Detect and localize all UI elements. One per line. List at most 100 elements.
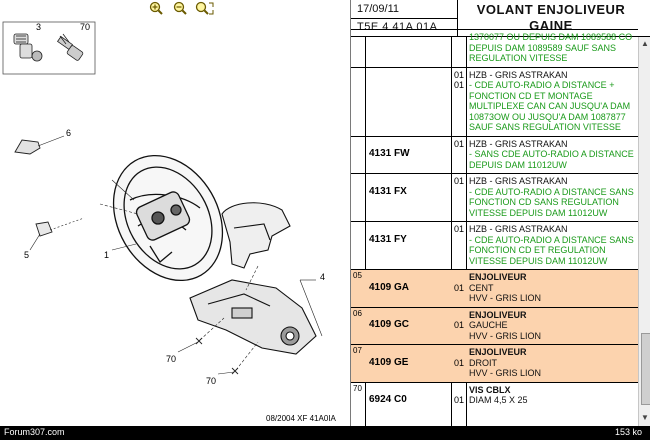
part-description-line: SAUF SANS REGULATION VITESSE — [469, 122, 621, 132]
row-border — [351, 29, 638, 30]
part-reference: 4131 FX — [369, 185, 407, 197]
table-row[interactable]: 70 6924 C0 VIS CBLX 01 DIAM 4,5 X 25 — [351, 381, 638, 409]
callout-70-left: 70 — [166, 354, 176, 364]
callout-70-bottom: 70 — [206, 376, 216, 386]
pane-divider — [350, 0, 351, 426]
row-border — [351, 269, 638, 270]
part-description-line: FONCTION CD SANS REGULATION — [469, 197, 619, 207]
quantity: 01 — [454, 320, 465, 330]
diagram-pane: 3 70 6 5 1 4 70 70 08/2004 XF 41A0IA — [0, 0, 350, 423]
row-index: 70 — [353, 383, 362, 393]
zoom-fit-button[interactable] — [194, 1, 216, 15]
part-description-line: DEPUIS DAM 1089589 SAUF SANS — [469, 42, 617, 53]
zoom-out-button[interactable] — [169, 1, 191, 15]
row-border — [351, 306, 638, 308]
status-bar: Forum307.com 153 ko — [0, 426, 650, 440]
table-row[interactable]: 01 HZB - GRIS ASTRAKAN 01 - CDE AUTO-RADIO … — [351, 66, 638, 136]
part-description-line: VITESSE DEPUIS DAM 11012UW — [469, 207, 608, 218]
part-70-screw-drawing — [56, 33, 84, 61]
callout-70-inset: 70 — [80, 22, 90, 32]
row-border — [351, 381, 638, 383]
scrollbar-thumb[interactable] — [641, 333, 650, 405]
quantity: 01 — [454, 357, 465, 368]
part-description-line: FONCTION CD ET MONTAGE — [469, 90, 593, 101]
vertical-scrollbar[interactable]: ▲ ▼ — [638, 37, 650, 426]
row-border — [351, 66, 638, 68]
bottom-screws-drawing — [177, 317, 259, 375]
part-description-line: REGULATION VITESSE — [469, 53, 568, 63]
part-reference: 6924 C0 — [369, 394, 407, 405]
header-separator — [351, 18, 457, 19]
row-index: 05 — [353, 271, 362, 280]
row-border — [351, 135, 638, 137]
part-reference: 4109 GC — [369, 319, 410, 330]
parts-list-pane: 17/09/11 T5E 4 41A 01A VOLANT ENJOLIVEUR… — [351, 0, 650, 426]
scroll-down-arrow-icon[interactable]: ▼ — [641, 413, 649, 422]
quantity: 01 — [454, 224, 465, 234]
part-description-line: HVV - GRIS LION — [469, 330, 542, 341]
upper-shroud-drawing — [221, 202, 291, 269]
part-description-line: - CDE AUTO-RADIO A DISTANCE SANS — [469, 186, 634, 197]
part-reference: 4131 FY — [369, 233, 407, 245]
part-description-line: DEPUIS DAM 11012UW — [469, 159, 567, 170]
fastener-inset — [2, 21, 96, 75]
part-5-drawing — [35, 221, 53, 237]
row-index: 06 — [353, 308, 362, 318]
zoom-in-button[interactable] — [145, 1, 167, 15]
quantity: 01 — [454, 282, 465, 293]
parts-header: 17/09/11 T5E 4 41A 01A VOLANT ENJOLIVEUR… — [351, 0, 650, 37]
callout-1: 1 — [104, 250, 109, 260]
part-description-line: DIAM 4,5 X 25 — [469, 395, 528, 405]
part-name: VIS CBLX — [469, 384, 511, 395]
part-6-drawing — [14, 139, 41, 155]
part-description-line: 10873OW OU JUSQU'A DAM 1087877 — [469, 111, 626, 122]
part-description-line: MULTIPLEXE CAN CAN JUSQU'A DAM — [469, 101, 631, 111]
part-description-line: HVV - GRIS LION — [469, 293, 542, 303]
part-name: ENJOLIVEUR — [469, 347, 527, 357]
header-code: T5E 4 41A 01A — [357, 21, 438, 33]
part-description-line: VITESSE DEPUIS DAM 11012UW — [469, 255, 608, 266]
lower-shroud-drawing — [189, 279, 317, 355]
zoom-fit-icon — [195, 1, 214, 15]
part-name: ENJOLIVEUR — [469, 272, 527, 282]
quantity: 01 — [454, 69, 465, 80]
part-reference: 4131 FW — [369, 148, 410, 159]
column-divider-ref — [451, 37, 452, 426]
magnifier-minus-icon — [173, 1, 187, 15]
scroll-up-arrow-icon[interactable]: ▲ — [641, 39, 649, 48]
part-description-line: 1370077 OU DEPUIS DAM 1089588 CO — [469, 32, 633, 42]
part-description-line: - SANS CDE AUTO-RADIO A DISTANCE — [469, 149, 634, 159]
part-description-line: HZB - GRIS ASTRAKAN — [469, 69, 568, 80]
part-description-line: HVV - GRIS LION — [469, 368, 542, 378]
callout-4: 4 — [320, 272, 325, 282]
row-border — [351, 173, 638, 174]
part-3-drawing — [13, 33, 43, 62]
table-row[interactable]: 4131 FX 01 HZB - GRIS ASTRAKAN- CDE AUTO-R… — [351, 173, 638, 221]
zoom-toolbar — [0, 0, 350, 18]
part-name: ENJOLIVEUR — [469, 309, 527, 320]
row-index: 07 — [353, 346, 362, 355]
quantity: 01 — [454, 395, 465, 405]
part-description-line: - CDE AUTO-RADIO A DISTANCE + — [469, 80, 615, 90]
status-size: 153 ko — [614, 427, 642, 437]
part-description-line: HZB - GRIS ASTRAKAN — [469, 176, 568, 186]
column-divider-qty — [466, 37, 467, 426]
part-reference: 4109 GE — [369, 356, 409, 368]
header-vertical-separator — [457, 0, 458, 36]
part-description-line: HZB - GRIS ASTRAKAN — [469, 224, 568, 234]
part-description-line: CENT — [469, 282, 494, 293]
diagram-reference-code: 08/2004 XF 41A0IA — [266, 414, 336, 423]
row-border — [351, 344, 638, 345]
header-title-line1: VOLANT ENJOLIVEUR — [476, 2, 626, 17]
quantity: 01 — [454, 176, 465, 186]
status-site: Forum307.com — [4, 427, 65, 437]
quantity: 01 — [454, 80, 465, 90]
part-description-line: GAUCHE — [469, 320, 508, 330]
